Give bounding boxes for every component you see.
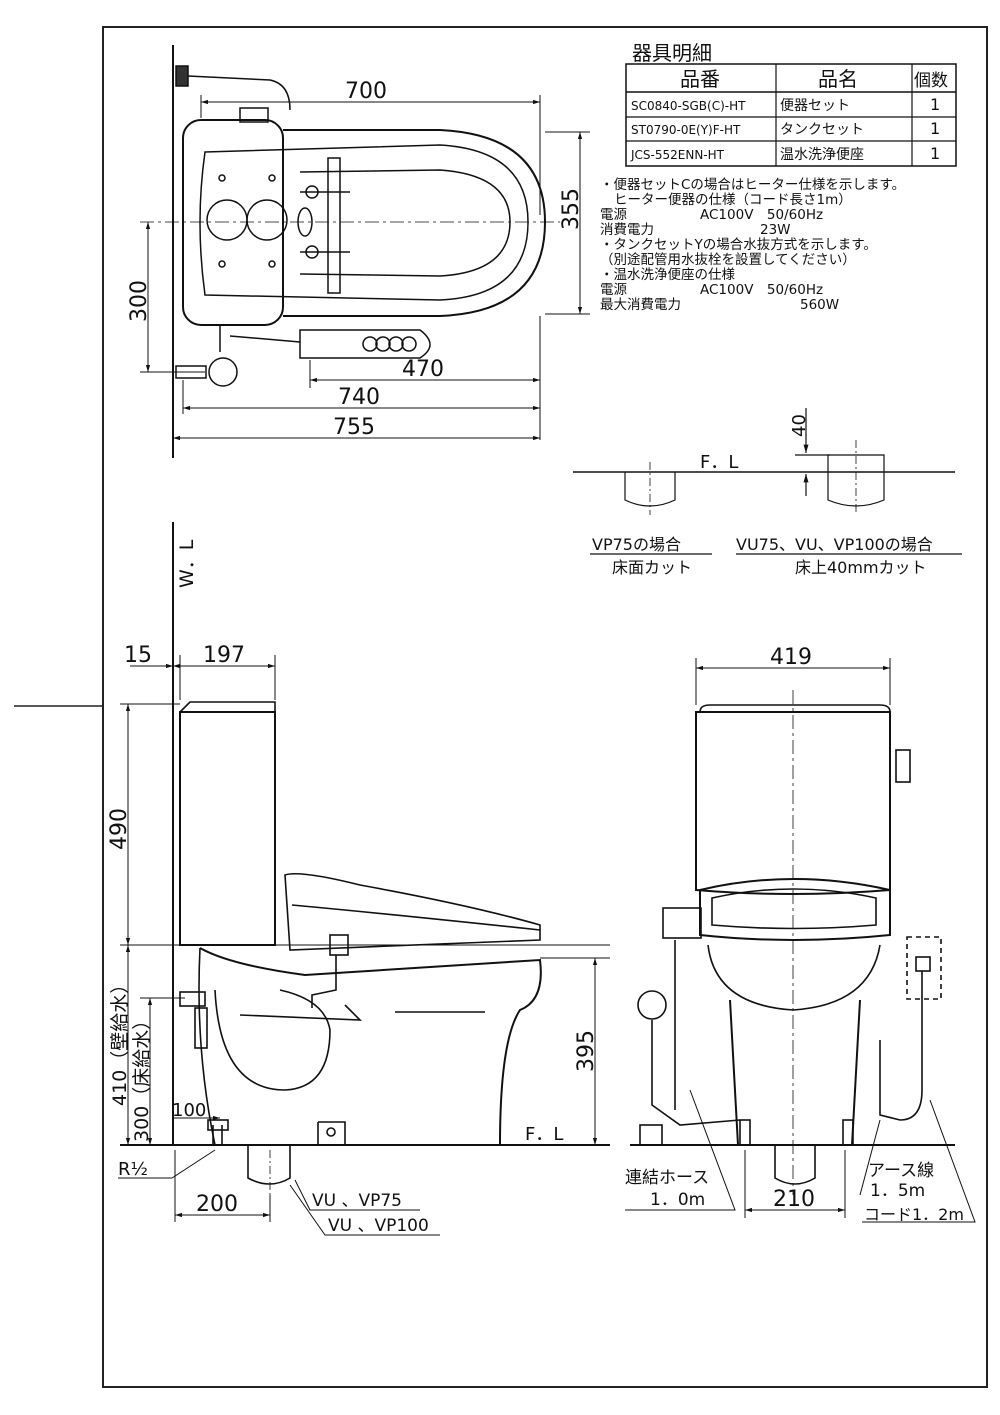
dim-755: 755 bbox=[333, 415, 375, 440]
tank-note: ・タンクセットYの場合水抜方式を示します。 bbox=[600, 237, 877, 253]
earth-label: アース線 bbox=[868, 1161, 934, 1181]
seat-consumption-row: 最大消費電力 560W bbox=[600, 298, 990, 313]
row1-qty: 1 bbox=[930, 95, 940, 114]
dim-700: 700 bbox=[345, 79, 387, 104]
row3-name: 温水洗浄便座 bbox=[780, 147, 864, 163]
dim-410: 410（壁給水） bbox=[109, 975, 131, 1106]
seat-power: AC100V 50/60Hz bbox=[700, 282, 824, 298]
dim-210: 210 bbox=[773, 1187, 815, 1212]
seat-power-row: 電源 AC100V 50/60Hz bbox=[600, 283, 990, 298]
heater-spec-title: ヒーター便器の仕様（コード長さ1m） bbox=[614, 192, 852, 208]
spec-notes: ・便器セットCの場合はヒーター仕様を示します。 ヒーター便器の仕様（コード長さ1… bbox=[600, 178, 990, 313]
parts-table-title: 器具明細 bbox=[632, 41, 712, 65]
row3-qty: 1 bbox=[930, 144, 940, 163]
dim-470: 470 bbox=[402, 357, 444, 382]
fl-label-detail: F．L bbox=[700, 452, 738, 473]
dim-419: 419 bbox=[770, 645, 812, 670]
fl-label-side: F．L bbox=[525, 1124, 563, 1145]
dim-300-top: 300 bbox=[127, 280, 152, 322]
header-code: 品番 bbox=[680, 67, 720, 91]
row2-code: ST0790-0E(Y)F-HT bbox=[631, 123, 741, 137]
consumption-label: 消費電力 bbox=[600, 222, 654, 238]
row2-name: タンクセット bbox=[780, 122, 864, 138]
front-view-dimensions bbox=[625, 658, 976, 1223]
pipe-label-1: VU 、VP75 bbox=[312, 1191, 402, 1211]
dim-200: 200 bbox=[196, 1192, 238, 1217]
dim-300-side: 300（床給水） bbox=[131, 1011, 153, 1142]
row1-name: 便器セット bbox=[780, 98, 850, 114]
vp75-sub: 床面カット bbox=[612, 558, 692, 577]
seat-spec-title: ・温水洗浄便座の仕様 bbox=[600, 267, 735, 283]
dim-197: 197 bbox=[203, 643, 245, 668]
tank-note-2: （別途配管用水抜栓を設置してください） bbox=[600, 252, 856, 268]
header-qty: 個数 bbox=[914, 71, 948, 91]
seat-power-label: 電源 bbox=[600, 282, 627, 298]
row2-qty: 1 bbox=[930, 119, 940, 138]
heater-note: ・便器セットCの場合はヒーター仕様を示します。 bbox=[600, 177, 906, 193]
dim-740: 740 bbox=[338, 385, 380, 410]
dim-15: 15 bbox=[124, 643, 152, 668]
vp75-title: VP75の場合 bbox=[592, 535, 681, 554]
pipe-label-2: VU 、VP100 bbox=[328, 1216, 429, 1236]
r-half-label: R½ bbox=[118, 1159, 148, 1180]
power-label: 電源 bbox=[600, 207, 627, 223]
dim-490: 490 bbox=[107, 808, 132, 850]
max-consumption-label: 最大消費電力 bbox=[600, 297, 681, 313]
seat-max-consumption: 560W bbox=[800, 297, 840, 313]
hose-label: 連結ホース bbox=[625, 1168, 709, 1188]
hose-length: 1．0m bbox=[650, 1190, 705, 1210]
heater-consumption: 23W bbox=[760, 222, 791, 238]
heater-power: AC100V 50/60Hz bbox=[700, 207, 824, 223]
drawing-frame bbox=[102, 26, 988, 1388]
row3-code: JCS-552ENN-HT bbox=[630, 148, 725, 162]
wl-label: W．L bbox=[176, 539, 198, 588]
cord-length: コード1．2m bbox=[864, 1205, 964, 1224]
vu-sub: 床上40mmカット bbox=[795, 558, 927, 577]
top-view bbox=[140, 45, 560, 458]
row1-code: SC0840-SGB(C)-HT bbox=[631, 99, 746, 113]
heater-power-row: 電源 AC100V 50/60Hz bbox=[600, 208, 990, 223]
front-view bbox=[630, 690, 955, 1195]
dim-100: 100 bbox=[172, 1100, 206, 1121]
heater-consumption-row: 消費電力 23W bbox=[600, 223, 990, 238]
dim-355: 355 bbox=[559, 188, 584, 230]
earth-length: 1．5m bbox=[870, 1181, 925, 1201]
side-view-dimensions bbox=[118, 655, 610, 1236]
dim-40: 40 bbox=[789, 414, 810, 437]
parts-table: 器具明細 品番 品名 個数 SC0840-SGB(C)-HT 便器セット 1 S… bbox=[625, 41, 957, 167]
top-view-dimensions bbox=[140, 95, 590, 441]
floor-detail bbox=[573, 408, 962, 555]
vu-title: VU75、VU、VP100の場合 bbox=[736, 535, 933, 554]
header-name: 品名 bbox=[818, 67, 858, 91]
side-view bbox=[120, 522, 610, 1195]
dim-395: 395 bbox=[574, 1030, 599, 1072]
